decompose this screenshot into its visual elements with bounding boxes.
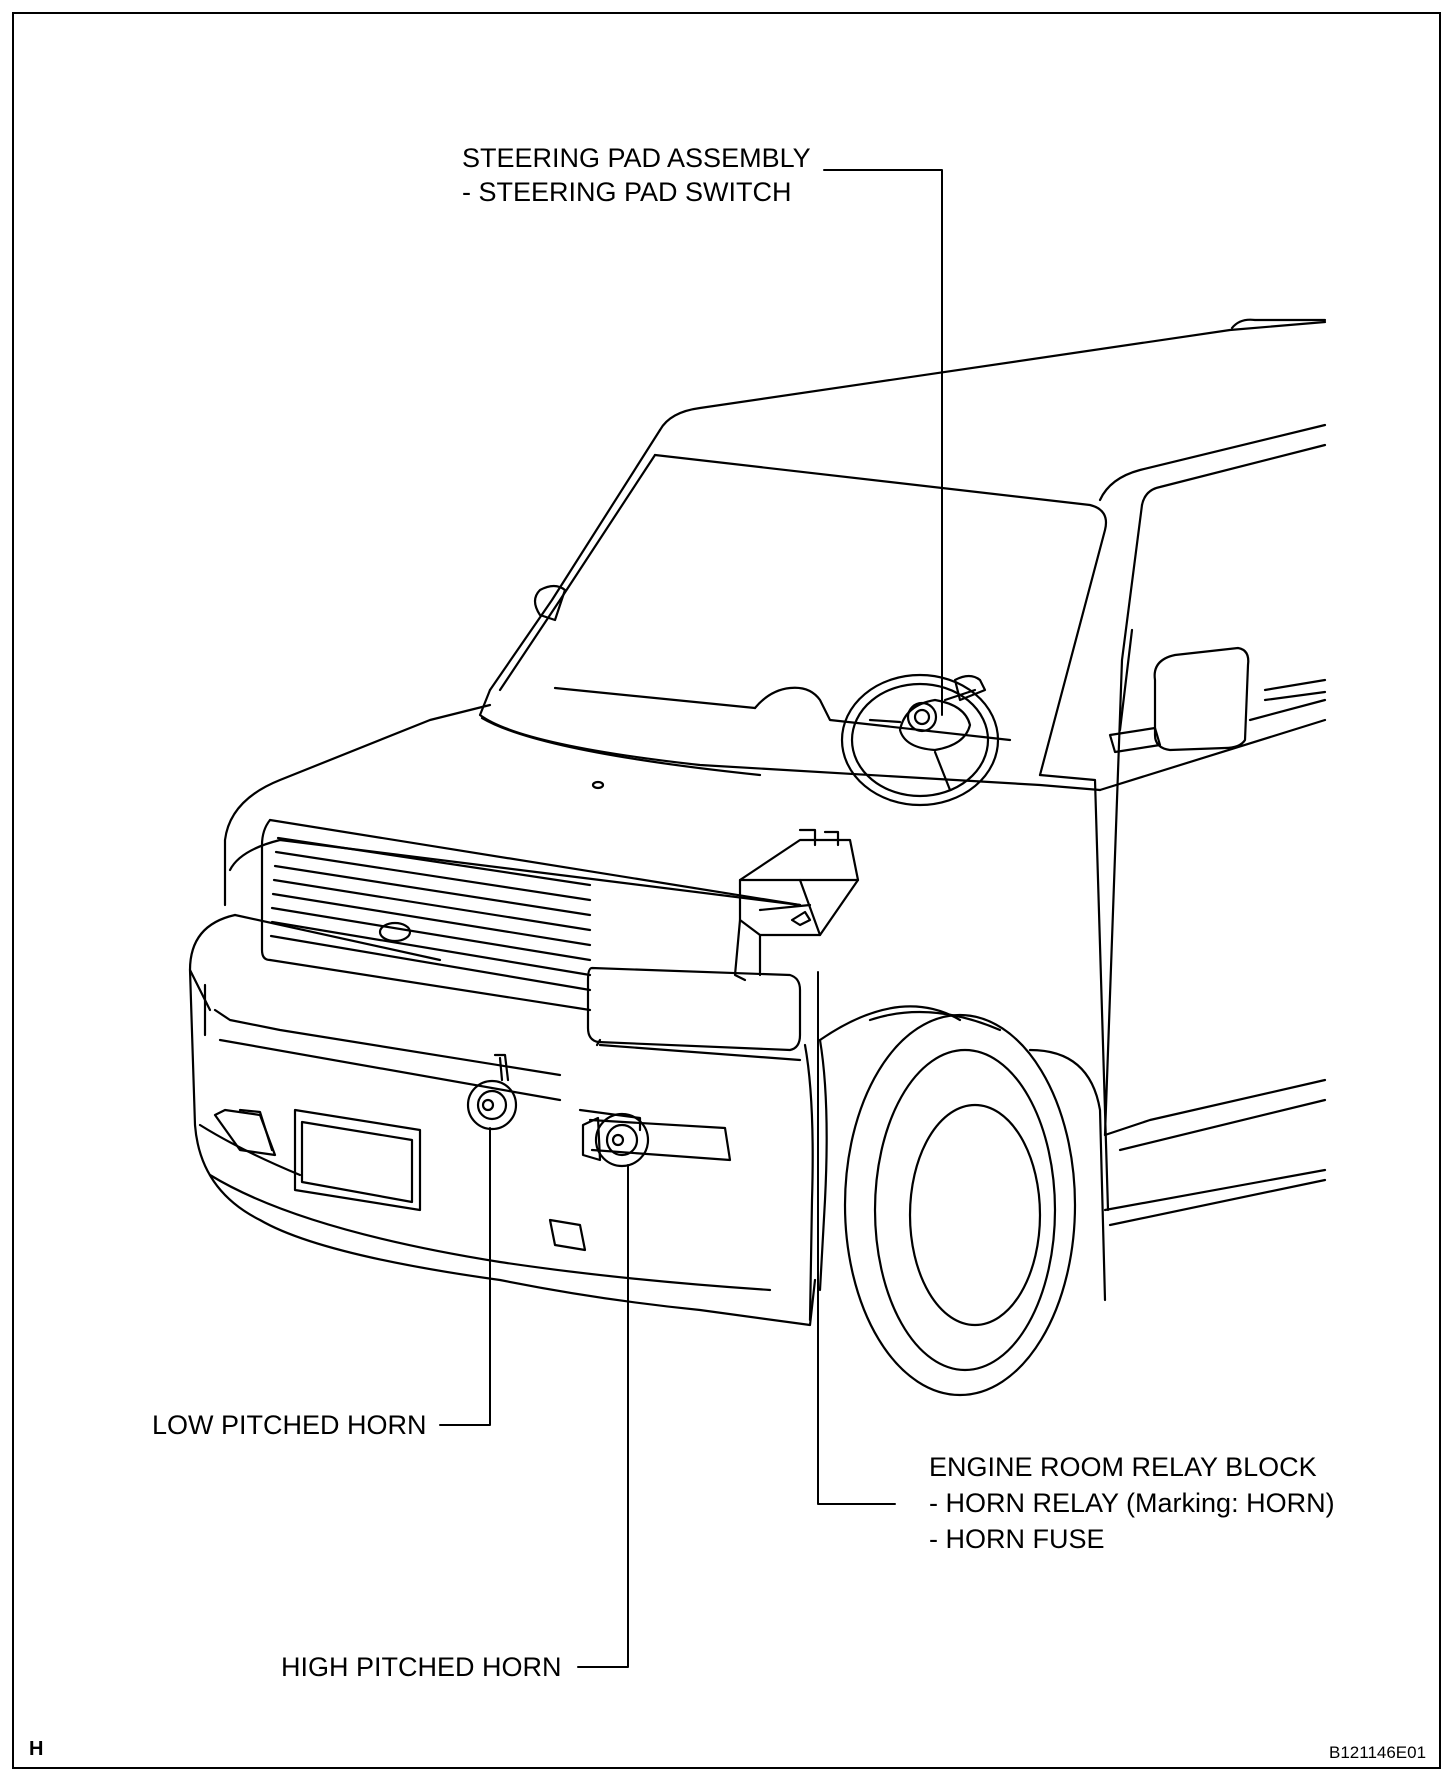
steering-pad-switch-label: - STEERING PAD SWITCH — [462, 177, 792, 207]
low-pitched-horn-label: LOW PITCHED HORN — [152, 1410, 427, 1440]
headlight — [586, 966, 802, 1052]
side-mirror-right — [1108, 646, 1250, 754]
bumper-openings — [213, 1108, 732, 1252]
figure-code: B121146E01 — [1329, 1743, 1427, 1762]
low-pitched-horn-illustration — [466, 1053, 518, 1131]
side-mirror-left — [533, 584, 567, 622]
front-grille — [260, 818, 802, 1012]
engine-room-relay-block-label: ENGINE ROOM RELAY BLOCK — [929, 1452, 1317, 1482]
license-plate — [293, 1108, 422, 1212]
steering-wheel — [840, 673, 1000, 807]
horn-relay-label: - HORN RELAY (Marking: HORN) — [929, 1488, 1335, 1518]
vehicle-body-outline — [488, 318, 1327, 1227]
front-bumper — [188, 913, 828, 1327]
hood — [223, 686, 1102, 907]
steering-pad-assembly-label: STEERING PAD ASSEMBLY — [462, 143, 811, 173]
diagram-frame — [12, 12, 1441, 1769]
high-pitched-horn-label: HIGH PITCHED HORN — [281, 1652, 562, 1682]
corner-letter: H — [29, 1738, 44, 1760]
high-pitched-horn-illustration — [581, 1112, 650, 1168]
horn-fuse-label: - HORN FUSE — [929, 1524, 1105, 1554]
leader-lines — [439, 169, 943, 1668]
front-wheel — [818, 1005, 1107, 1397]
engine-room-relay-block-illustration — [733, 828, 860, 982]
